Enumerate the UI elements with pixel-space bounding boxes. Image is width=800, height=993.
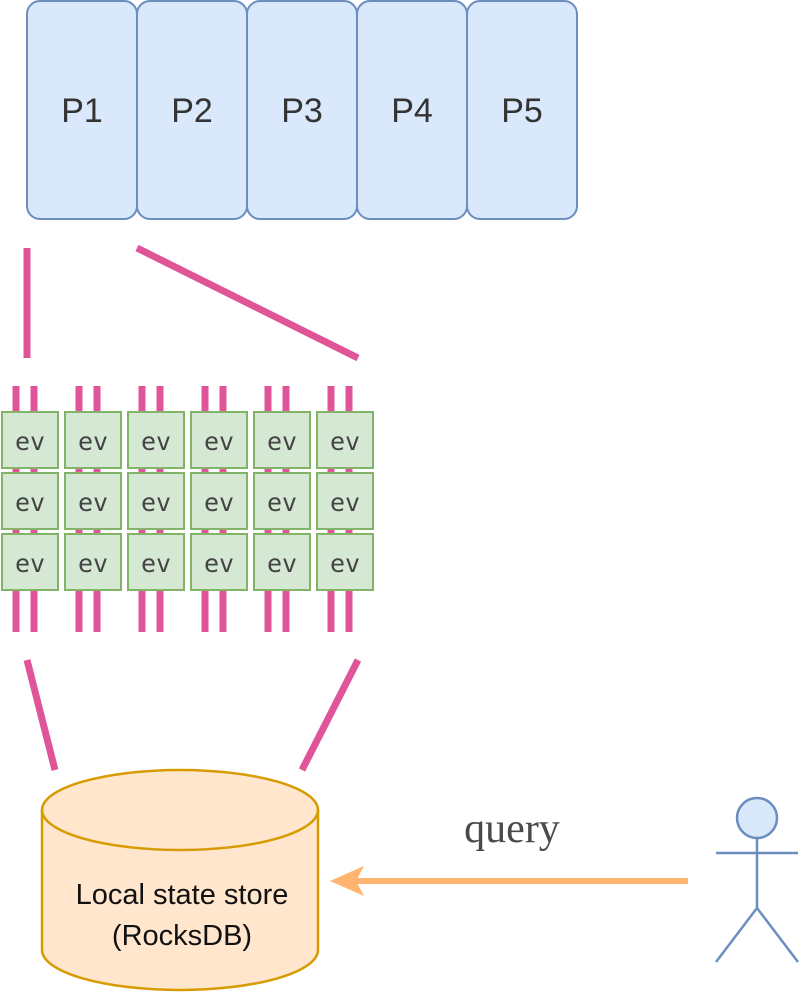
event-cell-label: ev [141, 427, 171, 456]
partition-p4-label: P4 [391, 92, 433, 130]
partition-p1-label: P1 [61, 92, 103, 130]
event-cell-label: ev [141, 488, 171, 517]
partition-p1: P1 [26, 0, 138, 220]
store-cylinder-top [40, 768, 320, 852]
local-state-store: Local state store (RocksDB) [40, 768, 320, 992]
partition-p2: P2 [136, 0, 248, 220]
event-cell: ev [64, 472, 122, 530]
partition-p5-label: P5 [501, 92, 543, 130]
event-cell-label: ev [78, 488, 108, 517]
event-cell-label: ev [15, 488, 45, 517]
event-cell-label: ev [330, 427, 360, 456]
event-cell: ev [127, 411, 185, 469]
event-cell-label: ev [267, 549, 297, 578]
event-cell: ev [253, 533, 311, 591]
event-cell: ev [127, 472, 185, 530]
event-cell: ev [64, 533, 122, 591]
partition-row: P1 P2 P3 P4 P5 [26, 0, 578, 220]
event-cell: ev [1, 533, 59, 591]
partition-p2-label: P2 [171, 92, 213, 130]
partition-p3-label: P3 [281, 92, 323, 130]
store-label-line2: (RocksDB) [112, 920, 252, 952]
event-cell: ev [190, 411, 248, 469]
event-cell: ev [190, 472, 248, 530]
event-cell-label: ev [330, 488, 360, 517]
event-cell-label: ev [204, 549, 234, 578]
event-cell: ev [190, 533, 248, 591]
event-cell: ev [316, 472, 374, 530]
event-cell-label: ev [78, 427, 108, 456]
event-cell: ev [64, 411, 122, 469]
query-arrow-head [330, 866, 364, 896]
query-label: query [464, 806, 560, 852]
partition-p5: P5 [466, 0, 578, 220]
event-cell: ev [127, 533, 185, 591]
partition-p3: P3 [246, 0, 358, 220]
event-cell-label: ev [15, 427, 45, 456]
event-cell: ev [316, 411, 374, 469]
zoom-connector-right [135, 244, 360, 362]
store-connector-left [23, 659, 59, 771]
store-cylinder-body [40, 810, 320, 992]
event-cell-label: ev [267, 427, 297, 456]
event-cell-label: ev [204, 427, 234, 456]
event-cell-label: ev [204, 488, 234, 517]
event-cell: ev [253, 472, 311, 530]
store-connector-right [298, 658, 362, 772]
event-cell-label: ev [330, 549, 360, 578]
event-cell: ev [316, 533, 374, 591]
partition-p4: P4 [356, 0, 468, 220]
store-label-line1: Local state store [76, 879, 289, 911]
user-actor-icon [715, 796, 799, 963]
query-arrow: query [330, 806, 688, 896]
event-cell-label: ev [141, 549, 171, 578]
event-cell: ev [1, 411, 59, 469]
event-cell-label: ev [78, 549, 108, 578]
event-cell: ev [253, 411, 311, 469]
event-cell-label: ev [267, 488, 297, 517]
event-cell-label: ev [15, 549, 45, 578]
event-grid: ev ev ev ev ev ev ev ev ev ev ev ev ev ev ev ev ev ev [1, 386, 374, 632]
event-cell: ev [1, 472, 59, 530]
